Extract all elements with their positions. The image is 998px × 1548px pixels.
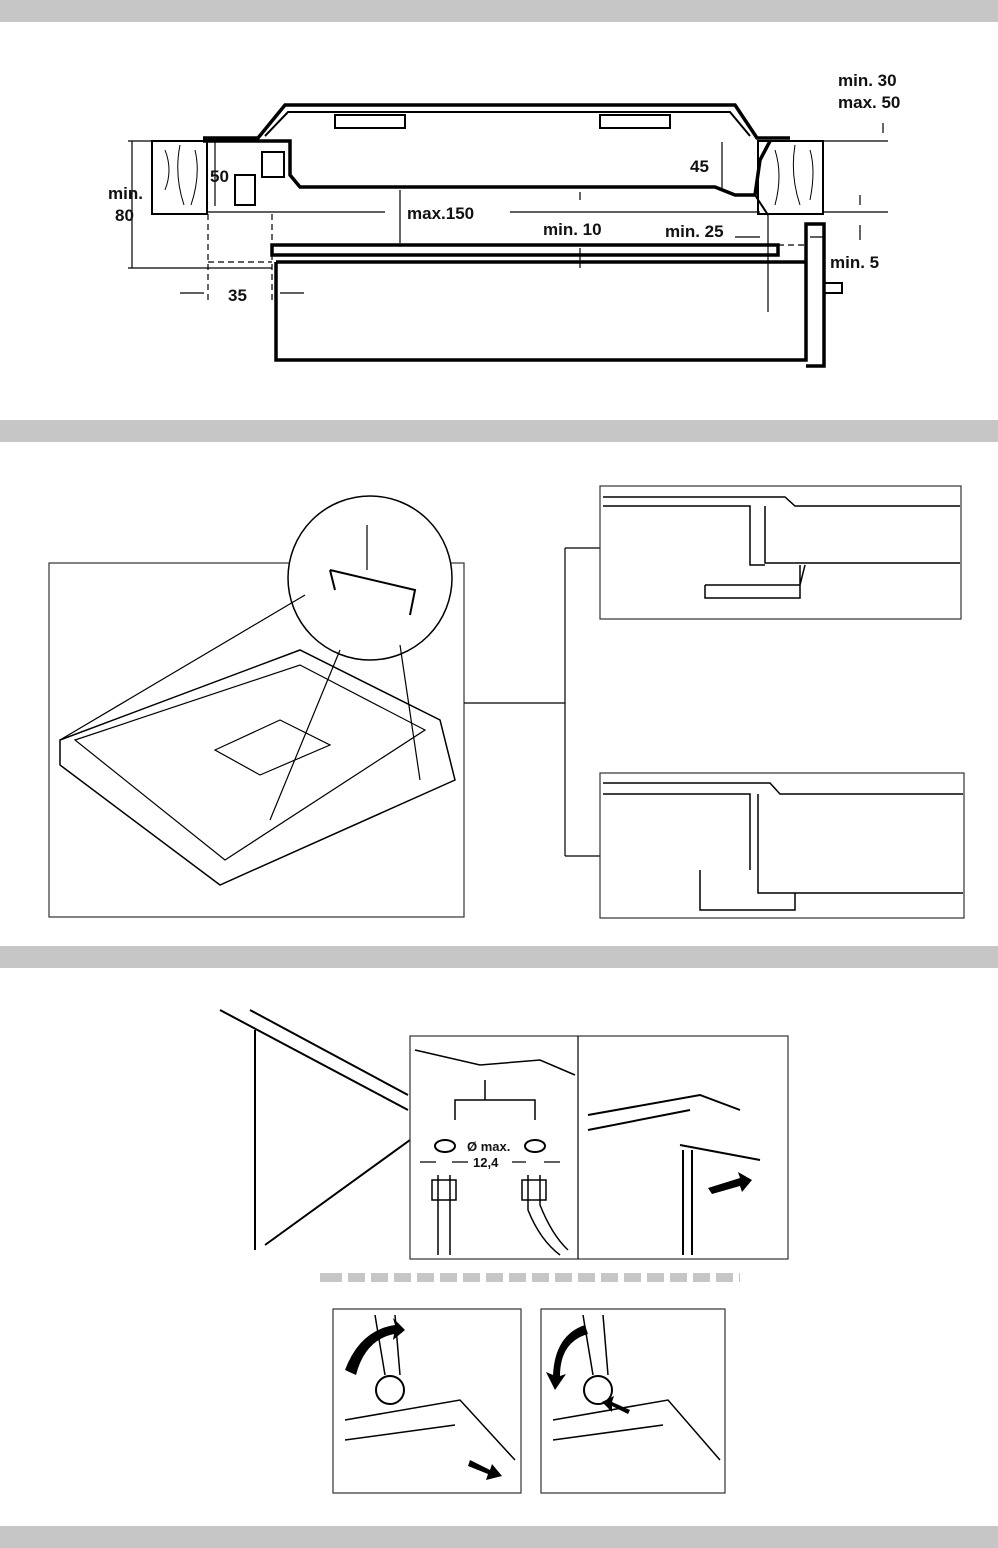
diameter-label: Ø max. xyxy=(467,1139,510,1154)
clamp-detail-thick-worktop xyxy=(599,772,965,919)
dim-max-150: max.150 xyxy=(407,204,474,223)
clamp-detail-magnifier xyxy=(287,495,453,661)
pull-arrow-icon xyxy=(468,1460,502,1480)
hob-cross-section-diagram: min. 30 max. 50 45 50 min. 80 max.150 mi… xyxy=(108,71,900,368)
worktop-left xyxy=(151,140,208,215)
rotate-arrow-icon-2 xyxy=(546,1325,588,1390)
gas-connection-diagram: Ø max. 12,4 xyxy=(219,1009,789,1260)
separator-dashes xyxy=(320,1272,740,1282)
dim-45: 45 xyxy=(690,157,709,176)
turn-arrow-icon xyxy=(708,1172,752,1194)
dim-50: 50 xyxy=(210,167,229,186)
push-arrow-icon xyxy=(602,1396,630,1414)
dim-min-80-a: min. xyxy=(108,184,143,203)
dim-min-10: min. 10 xyxy=(543,220,602,239)
dim-max-50: max. 50 xyxy=(838,93,900,112)
seal-detail-panel xyxy=(409,1035,789,1260)
clamp-detail-thin-worktop xyxy=(599,485,962,620)
section-divider-top xyxy=(0,0,998,22)
wrench-steps xyxy=(332,1308,726,1494)
dim-min-80-b: 80 xyxy=(115,206,134,225)
dim-min-25: min. 25 xyxy=(665,222,724,241)
section-divider-2 xyxy=(0,420,998,442)
section-divider-3 xyxy=(0,946,998,968)
section-divider-bottom xyxy=(0,1526,998,1548)
clamp-fixing-diagram xyxy=(48,485,965,919)
diameter-value: 12,4 xyxy=(473,1155,499,1170)
dim-min-5: min. 5 xyxy=(830,253,879,272)
dim-min-30: min. 30 xyxy=(838,71,897,90)
dim-35: 35 xyxy=(228,286,247,305)
rotate-arrow-icon xyxy=(345,1318,405,1375)
gas-connector xyxy=(234,174,256,206)
